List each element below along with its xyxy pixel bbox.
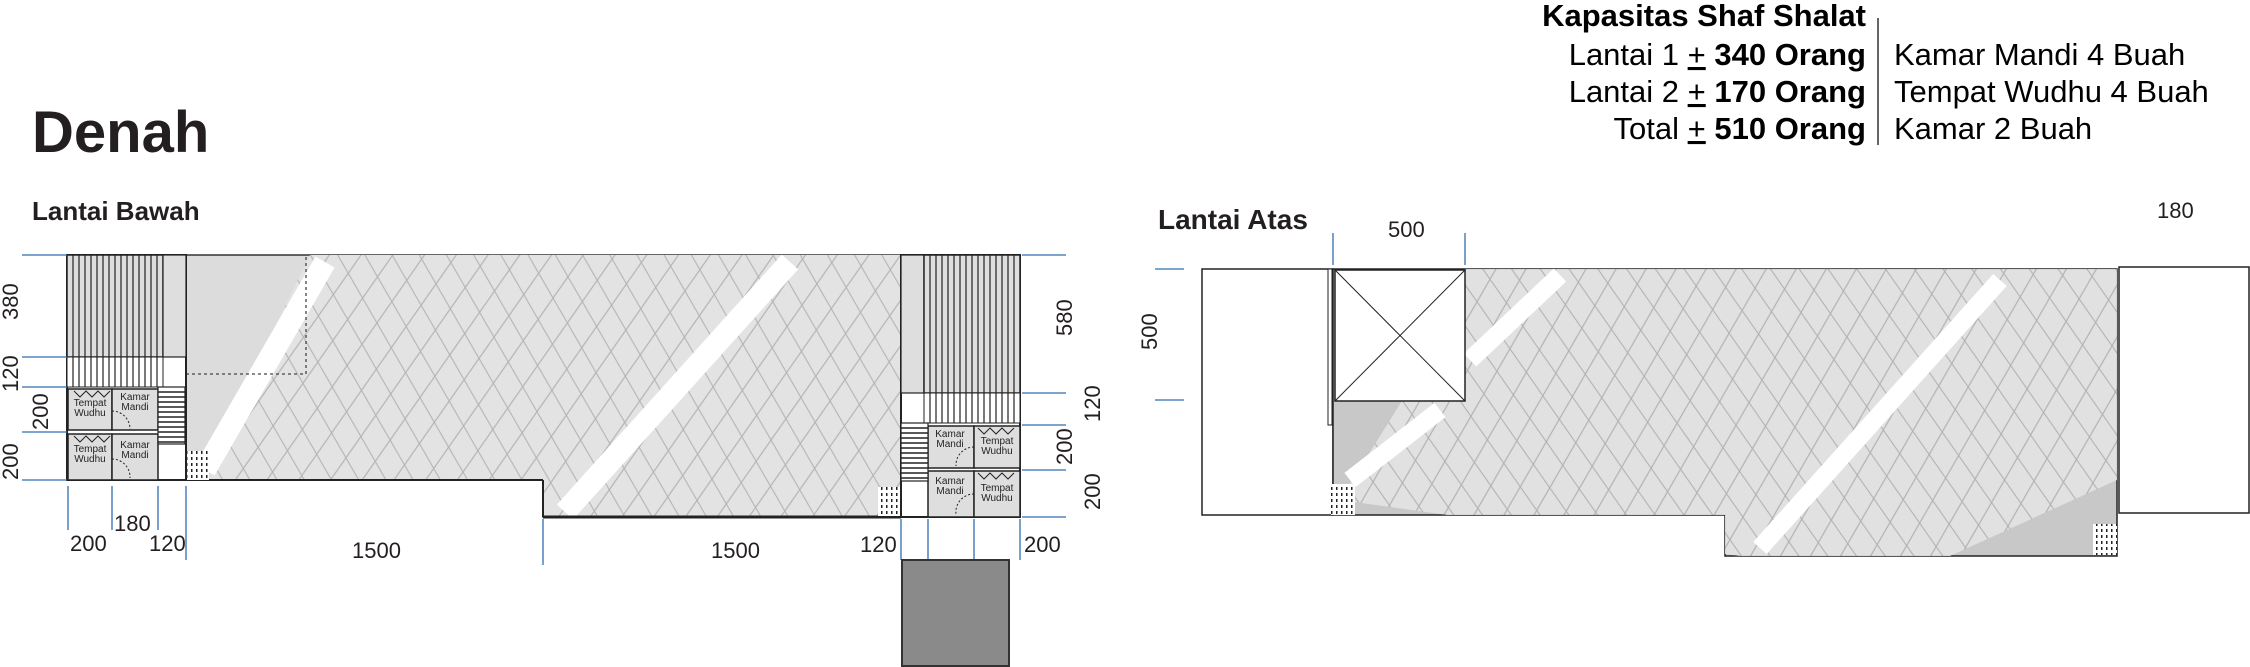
- dim-label: 580: [1052, 299, 1077, 336]
- shaf-band: [195, 256, 335, 476]
- capacity-row: Lantai 2 + 170 Orang: [1569, 74, 1866, 109]
- facility-item: Tempat Wudhu 4 Buah: [1894, 74, 2209, 109]
- dim-label: 380: [0, 283, 23, 320]
- terrace-hatch: [72, 357, 158, 387]
- room-mandi: [927, 425, 975, 469]
- lower-floor-label: Lantai Bawah: [32, 196, 200, 226]
- exit-mark: [878, 487, 900, 516]
- dim-label: 500: [1137, 313, 1162, 350]
- stair-steps: [901, 427, 928, 479]
- shaf-band: [1344, 402, 1446, 488]
- capacity-title: Kapasitas Shaf Shalat: [1542, 0, 1866, 33]
- dim-label: 1500: [352, 538, 401, 563]
- terrace-hatch: [929, 393, 1015, 423]
- room-wudhu: [973, 470, 1021, 518]
- exit-mark: [187, 451, 209, 480]
- dimension-lines: [22, 254, 1066, 565]
- exit-mark: [2093, 524, 2117, 555]
- dim-label: 500: [1388, 217, 1425, 242]
- stair-steps: [158, 391, 185, 443]
- shaf-band: [1463, 269, 1567, 367]
- shaf-band: [556, 255, 799, 517]
- capacity-row: Total + 510 Orang: [1614, 111, 1866, 146]
- dim-label: 120: [1080, 385, 1105, 422]
- stairs: [157, 386, 186, 445]
- entrance-block: [901, 559, 1010, 667]
- dim-label: 180: [114, 511, 151, 536]
- dim-label: 1500: [711, 538, 760, 563]
- capacity-legend: Kapasitas Shaf Shalat Lantai 1 + 340 Ora…: [1542, 0, 2209, 146]
- dim-label: 180: [2157, 198, 2194, 223]
- shaf-band: [1753, 273, 2007, 555]
- tile-area: [1340, 269, 2117, 556]
- dim-label: 200: [1052, 428, 1077, 465]
- dim-label: 200: [70, 531, 107, 556]
- dim-label: 200: [0, 443, 23, 480]
- facility-item: Kamar Mandi 4 Buah: [1894, 37, 2185, 72]
- room-left: [1201, 268, 1334, 516]
- upper-floor-label: Lantai Atas: [1158, 204, 1308, 235]
- mihrab-outline: [186, 255, 307, 375]
- upper-floor-plan: Lantai Atas 500 180 500: [1137, 198, 2250, 557]
- dim-label: 120: [0, 355, 23, 392]
- terrace-hatch: [72, 255, 158, 357]
- room-right: [2118, 266, 2250, 514]
- terrace-hatch: [929, 255, 1015, 393]
- dim-label: 120: [860, 532, 897, 557]
- room-mandi: [111, 388, 159, 431]
- dim-label: 200: [1024, 532, 1061, 557]
- dim-label: 200: [28, 393, 53, 430]
- page-title: Denah: [32, 100, 209, 165]
- room-mandi: [111, 433, 159, 481]
- dim-label: 120: [149, 531, 186, 556]
- facility-item: Kamar 2 Buah: [1894, 111, 2092, 146]
- exit-mark: [1331, 484, 1355, 515]
- dim-label: 200: [1080, 473, 1105, 510]
- capacity-row: Lantai 1 + 340 Orang: [1569, 37, 1866, 72]
